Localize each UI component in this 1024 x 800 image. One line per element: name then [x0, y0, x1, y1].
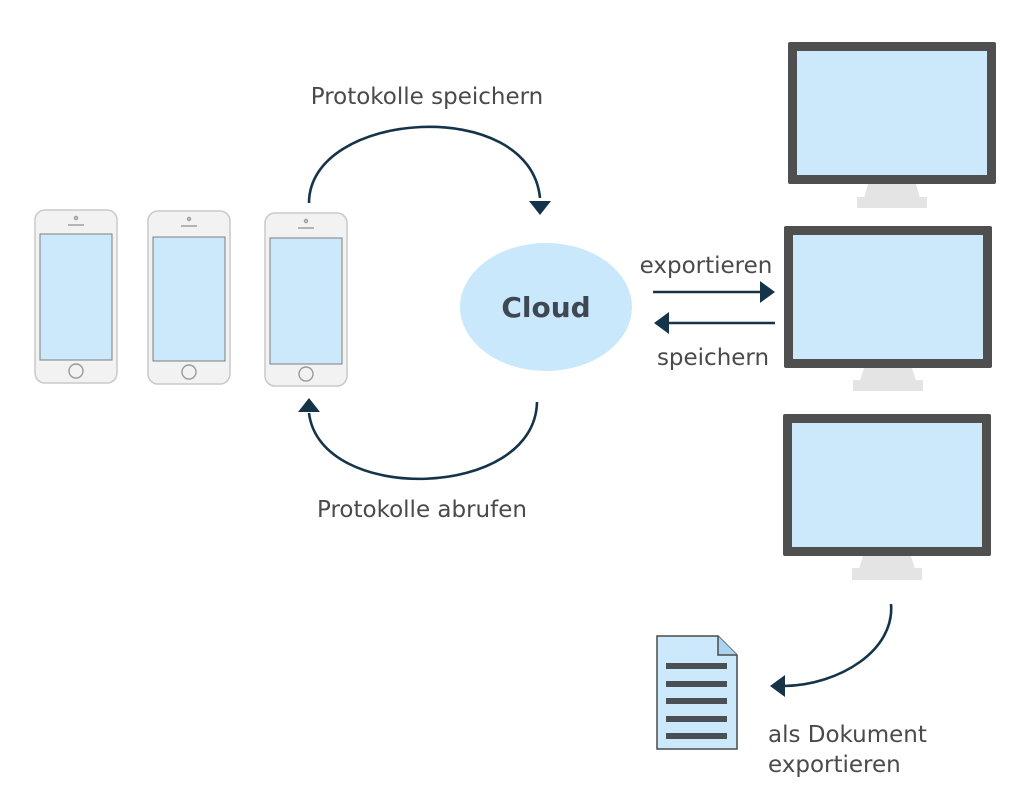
export-label: exportieren	[640, 253, 773, 279]
monitor-icon	[788, 42, 996, 208]
save-protocols-arrow	[307, 125, 551, 215]
smartphone-icon	[34, 209, 118, 384]
monitor-icon	[784, 226, 992, 391]
cloud-label: Cloud	[501, 291, 590, 324]
save-arrow	[654, 312, 775, 334]
export-arrow	[653, 281, 775, 303]
save-protocols-label: Protokolle speichern	[311, 84, 544, 110]
export-document-label-line1: als Dokument	[768, 722, 927, 748]
save-label: speichern	[657, 345, 769, 371]
document-icon	[656, 635, 738, 750]
smartphone-icon	[147, 210, 231, 385]
export-document-label-line2: exportieren	[768, 752, 901, 778]
fetch-protocols-arrow	[298, 398, 539, 481]
cloud-node: Cloud	[460, 243, 632, 371]
smartphone-icon	[264, 212, 348, 387]
monitor-icon	[783, 414, 991, 580]
export-document-arrow	[770, 603, 893, 697]
fetch-protocols-label: Protokolle abrufen	[317, 497, 527, 523]
